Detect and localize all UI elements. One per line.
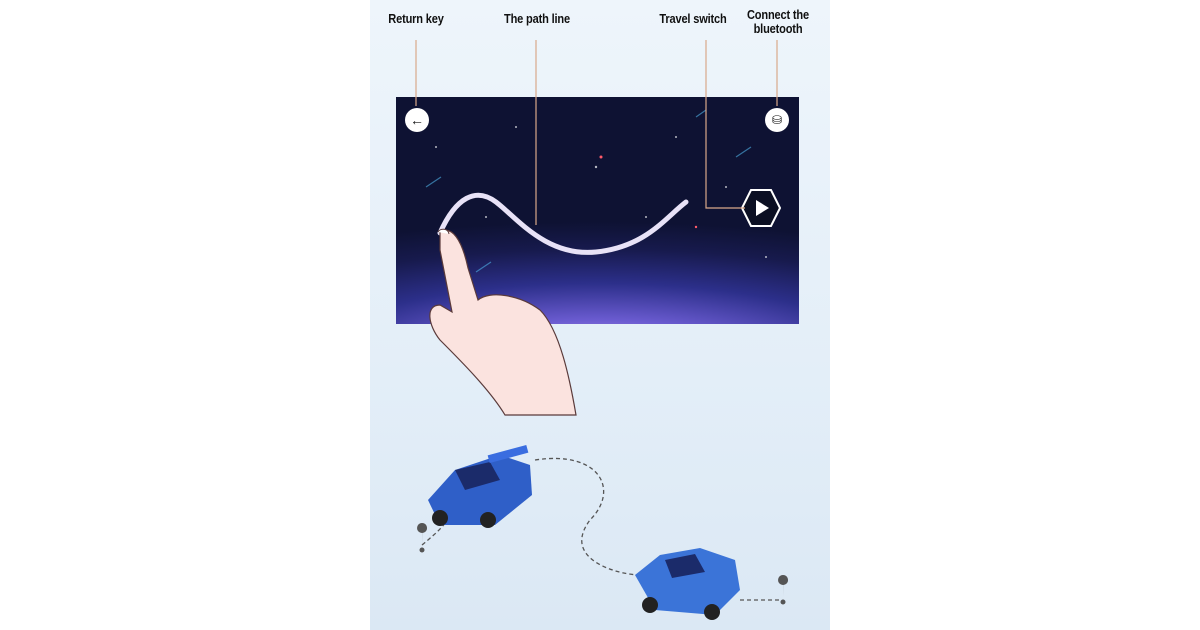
label-path-line: The path line	[504, 11, 570, 26]
car-bottom-right	[635, 548, 740, 620]
path-line	[437, 192, 689, 255]
return-button[interactable]: ←	[405, 108, 429, 132]
connect-bluetooth-button[interactable]: ⛁	[765, 108, 789, 132]
arrow-left-icon: ←	[410, 112, 424, 128]
label-line-2: bluetooth	[753, 21, 803, 36]
label-return-key: Return key	[388, 11, 444, 26]
label-connect-bluetooth: Connect the bluetooth	[742, 8, 813, 36]
location-pin-icon	[417, 523, 789, 605]
remote-car-icon: ⛁	[771, 113, 783, 127]
label-travel-switch: Travel switch	[659, 11, 727, 26]
starfield	[425, 109, 767, 273]
play-icon	[756, 200, 769, 216]
car-top-left	[428, 444, 532, 528]
label-line-1: Connect the	[747, 7, 809, 22]
